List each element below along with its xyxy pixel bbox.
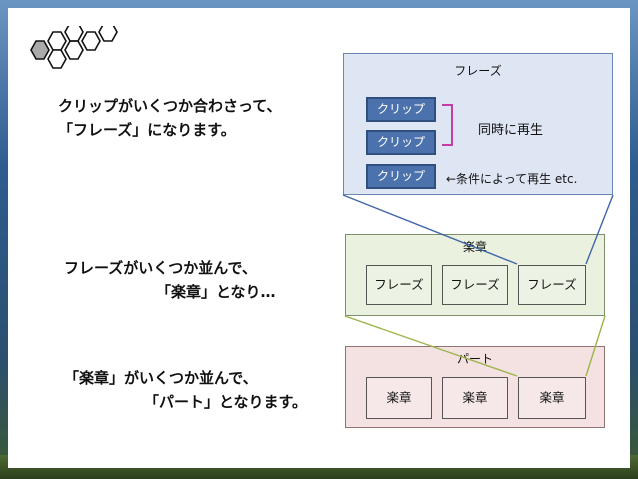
phrase-panel: フレーズ クリップ クリップ クリップ 同時に再生 ←条件によって再生 etc. xyxy=(343,53,613,195)
movement-connector-left xyxy=(344,315,518,377)
phrase-panel-title: フレーズ xyxy=(454,64,502,78)
part-panel: パート 楽章 楽章 楽章 xyxy=(345,346,605,428)
part-caption: 「楽章」がいくつか並んで、 「パート」となります。 xyxy=(64,366,307,414)
movement-caption-line1: フレーズがいくつか並んで、 xyxy=(64,259,257,277)
movement-cell: 楽章 xyxy=(366,377,432,419)
hexagon-cluster-icon xyxy=(30,26,118,69)
simultaneous-bracket xyxy=(442,104,453,146)
phrase-connector-left xyxy=(342,194,518,265)
part-panel-title: パート xyxy=(456,352,493,366)
phrase-cell: フレーズ xyxy=(442,265,508,305)
clip-box: クリップ xyxy=(366,97,436,122)
clip-box: クリップ xyxy=(366,164,436,189)
movement-connector-right xyxy=(585,315,606,377)
movement-caption: フレーズがいくつか並んで、 「楽章」となり… xyxy=(64,256,276,304)
phrase-caption-line1: クリップがいくつか合わさって、 xyxy=(58,97,282,115)
connector-lines xyxy=(342,194,614,377)
movement-cell: 楽章 xyxy=(442,377,508,419)
phrase-caption: クリップがいくつか合わさって、 「フレーズ」になります。 xyxy=(58,94,282,142)
phrase-connector-right xyxy=(585,194,614,265)
simultaneous-note: 同時に再生 xyxy=(478,123,544,138)
phrase-caption-line2: 「フレーズ」になります。 xyxy=(58,121,236,139)
slide: クリップがいくつか合わさって、 「フレーズ」になります。 フレーズがいくつか並ん… xyxy=(8,8,630,468)
part-caption-line1: 「楽章」がいくつか並んで、 xyxy=(64,369,258,387)
phrase-cell: フレーズ xyxy=(366,265,432,305)
conditional-note: ←条件によって再生 etc. xyxy=(446,172,578,186)
movement-cell: 楽章 xyxy=(518,377,586,419)
phrase-cell: フレーズ xyxy=(518,265,586,305)
clip-box: クリップ xyxy=(366,130,436,155)
movement-caption-line2: 「楽章」となり… xyxy=(156,283,276,301)
part-caption-line2: 「パート」となります。 xyxy=(144,393,308,411)
